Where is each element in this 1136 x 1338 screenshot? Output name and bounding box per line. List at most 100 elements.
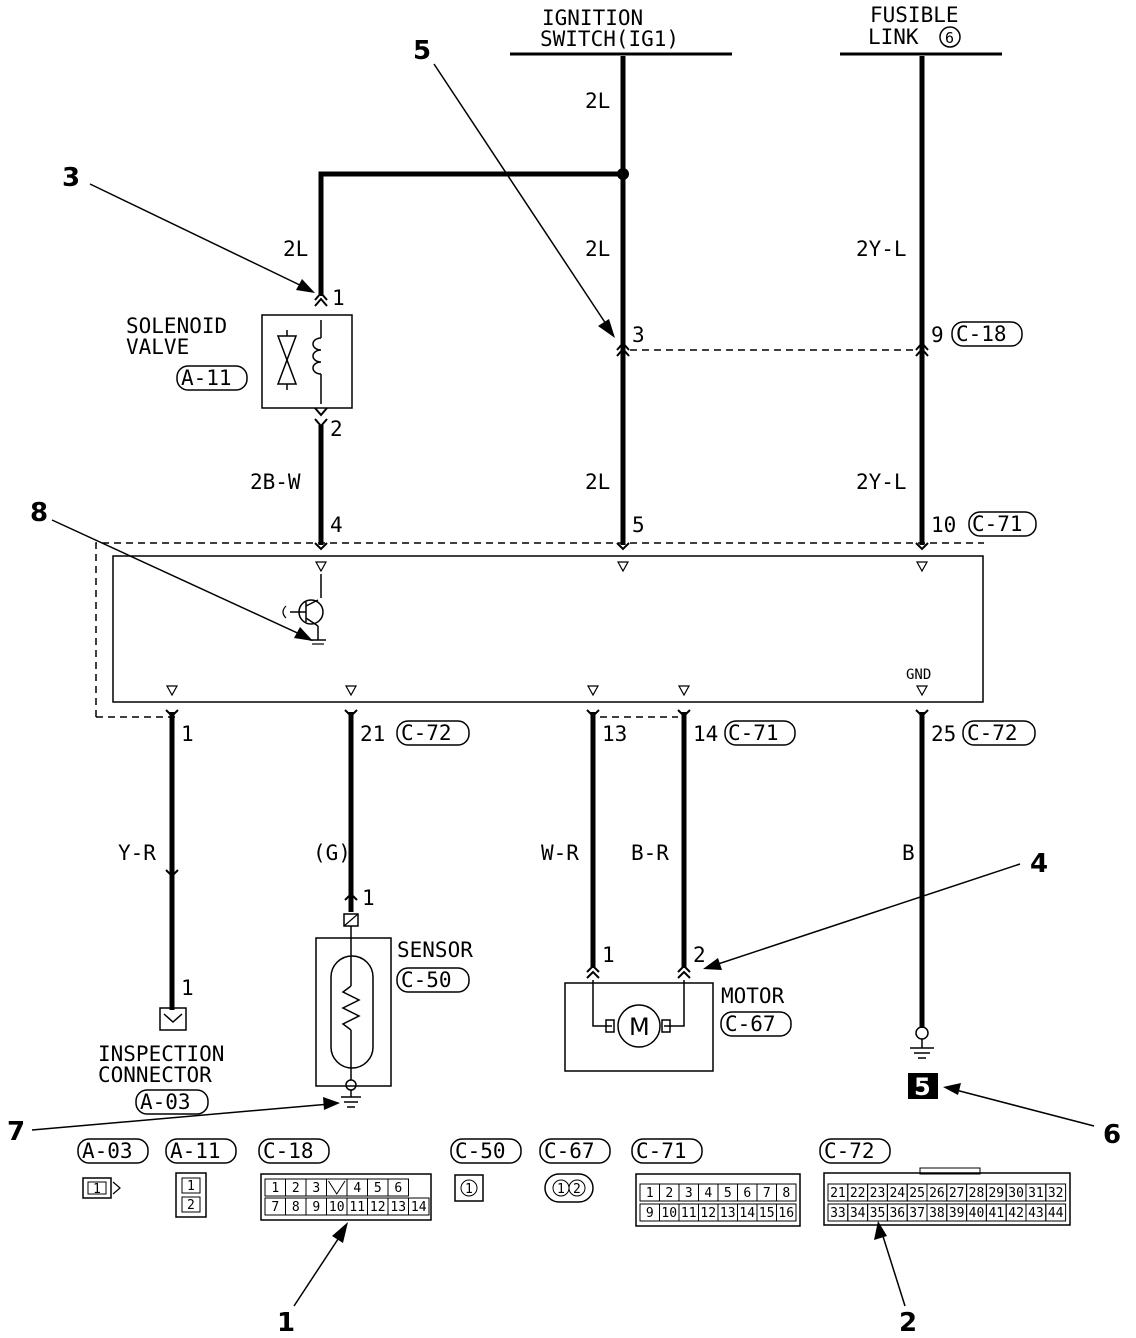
pin-marker xyxy=(677,970,691,979)
legend-cell-box xyxy=(408,1197,430,1216)
legend-c18-ref: C-18 xyxy=(263,1139,314,1163)
legend-cell-label: 11 xyxy=(349,1200,365,1215)
pin-motor-2: 2 xyxy=(693,943,706,967)
legend-cell-label: 10 xyxy=(329,1200,345,1215)
legend-c71-shape xyxy=(635,1173,801,1227)
callout-7: 7 xyxy=(7,1117,25,1147)
motor-box xyxy=(564,982,714,1072)
legend-a03-cell: 1 xyxy=(93,1182,101,1197)
coil-icon xyxy=(312,337,322,375)
ref-badge xyxy=(539,1138,611,1164)
legend-cell-label: 4 xyxy=(353,1181,361,1196)
legend-cell-label: 7 xyxy=(763,1186,771,1201)
legend-cell-label: 15 xyxy=(759,1206,775,1221)
sensor-element xyxy=(330,955,374,1069)
ref-c18: C-18 xyxy=(956,322,1007,346)
pin-marker xyxy=(915,542,929,551)
solenoid-label-line1: SOLENOID xyxy=(126,314,227,338)
pin-marker xyxy=(677,964,691,973)
pin-marker xyxy=(314,542,328,551)
legend-cell-label: 31 xyxy=(1028,1186,1044,1201)
pin-marker xyxy=(586,964,600,973)
inspection-connector: INSPECTION CONNECTOR A-03 xyxy=(98,1007,224,1115)
wire-solenoid-feed xyxy=(318,171,623,296)
ref-badge xyxy=(450,1138,522,1164)
legend-cell-box xyxy=(776,1183,797,1202)
legend-cell-label: 44 xyxy=(1048,1206,1064,1221)
legend-cell-label: 1 xyxy=(271,1181,279,1196)
legend-c67-cell: 2 xyxy=(573,1182,581,1197)
callout-1: 1 xyxy=(277,1308,295,1338)
wire-label-gnd: B xyxy=(902,841,915,865)
legend-cell-label: 33 xyxy=(830,1206,846,1221)
ref-badge xyxy=(724,720,796,746)
motor-ref: C-67 xyxy=(725,1012,776,1036)
legend-cell-label: 38 xyxy=(929,1206,945,1221)
ref-badge xyxy=(962,720,1036,746)
ignition-label-line2: SWITCH(IG1) xyxy=(540,27,679,51)
pin-ecu-10: 10 xyxy=(931,513,956,537)
legend-cell-label: 27 xyxy=(949,1186,965,1201)
pin-motor-1: 1 xyxy=(602,943,615,967)
legend-c18-shape xyxy=(260,1173,432,1221)
ignition-label-line1: IGNITION xyxy=(542,6,643,30)
legend-cell-label: 16 xyxy=(778,1206,794,1221)
legend-cell-label: 4 xyxy=(704,1186,712,1201)
wire-label-ign-top: 2L xyxy=(585,89,610,113)
callout-3: 3 xyxy=(62,163,80,193)
wire-label-fus-top: 2Y-L xyxy=(856,237,907,261)
legend-cell-label: 23 xyxy=(870,1186,886,1201)
ecu-box xyxy=(112,555,984,703)
legend-cell-label: 5 xyxy=(374,1181,382,1196)
legend-cell-label: 8 xyxy=(782,1186,790,1201)
resistor-icon xyxy=(341,985,361,1031)
legend-cell-label: 43 xyxy=(1028,1206,1044,1221)
legend-c50-cell: 1 xyxy=(465,1182,473,1197)
motor-symbol: M xyxy=(629,1013,650,1041)
pin-sol-1: 1 xyxy=(332,286,345,310)
legend-cell-label: 8 xyxy=(292,1200,300,1215)
wire-label-ign-mid: 2L xyxy=(585,237,610,261)
legend-cell-label: 6 xyxy=(743,1186,751,1201)
legend-cell-label: 9 xyxy=(646,1206,654,1221)
ref-c72-25: C-72 xyxy=(967,721,1018,745)
gnd-label: GND xyxy=(906,667,931,683)
legend-c67-ref: C-67 xyxy=(544,1139,595,1163)
ref-badge xyxy=(720,1011,792,1037)
legend-cell-label: 3 xyxy=(685,1186,693,1201)
legend-cell-label: 13 xyxy=(720,1206,736,1221)
pin-marker xyxy=(314,291,328,301)
legend-cell-label: 24 xyxy=(889,1186,905,1201)
legend-cell-label: 32 xyxy=(1048,1186,1064,1201)
legend-cell-label: 22 xyxy=(850,1186,866,1201)
pin-ecu-13: 13 xyxy=(602,722,627,746)
legend-c67-shape xyxy=(544,1173,594,1203)
legend-cell-label: 13 xyxy=(390,1200,406,1215)
ref-badge xyxy=(77,1138,149,1164)
legend-a03-shape xyxy=(82,1177,112,1199)
wire-label-sol-out: 2B-W xyxy=(250,470,301,494)
callout-8: 8 xyxy=(30,498,48,528)
pin-marker xyxy=(915,347,929,357)
pin-sensor-1: 1 xyxy=(362,886,375,910)
pin-marker xyxy=(586,709,600,718)
wire-label-sol-feed: 2L xyxy=(283,237,308,261)
legend-key-mark xyxy=(328,1180,346,1195)
wire-harness xyxy=(169,56,925,1028)
pin-marker xyxy=(616,341,630,351)
legend-cell-label: 34 xyxy=(850,1206,866,1221)
pin-marker xyxy=(165,869,179,878)
pin-marker xyxy=(677,709,691,718)
ref-badge xyxy=(165,1138,237,1164)
insp-ref: A-03 xyxy=(140,1090,191,1114)
ground-point: 5 xyxy=(908,1026,938,1101)
fusible-number: 6 xyxy=(945,29,954,47)
pin-ecu-25: 25 xyxy=(931,722,956,746)
ref-badge xyxy=(176,365,248,391)
legend-c50-shape xyxy=(454,1174,484,1202)
connector-refs: C-18 C-71 C-72 C-71 C-72 xyxy=(396,321,1037,746)
legend-cell-label: 5 xyxy=(724,1186,732,1201)
legend-cell-label: 6 xyxy=(394,1181,402,1196)
legend-cell-label: 3 xyxy=(312,1181,320,1196)
